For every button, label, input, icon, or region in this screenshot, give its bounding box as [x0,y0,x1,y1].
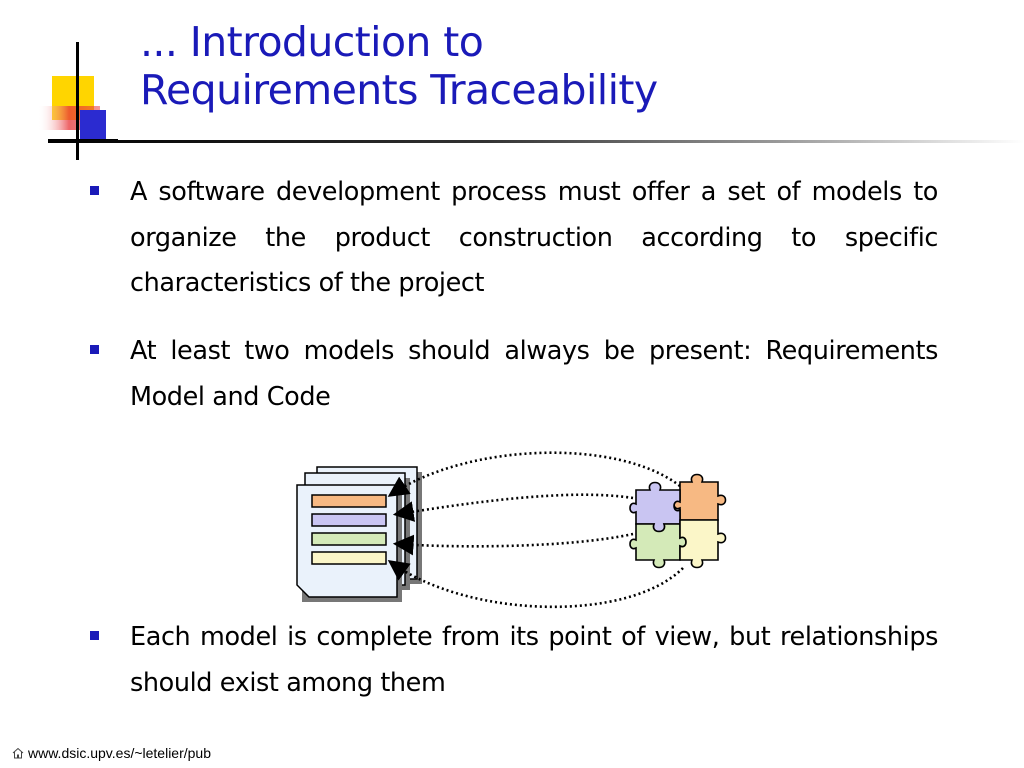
bullet-item-1: A software development process must offe… [90,170,938,307]
bullet-item-3: Each model is complete from its point of… [90,615,938,706]
trace-links [387,451,684,609]
bullet-marker [90,345,99,354]
puzzle-piece-orange [673,473,727,521]
logo-blue-square [80,110,106,140]
doc-section-yellow [311,551,387,565]
trace-link [387,559,684,609]
puzzle-piece-yellow [679,519,727,569]
title-rule [48,140,1024,143]
bullet-marker [90,186,99,195]
trace-link [392,493,634,522]
document-stack-icon [296,466,422,602]
house-icon [12,747,24,759]
bullet-text: A software development process must offe… [130,177,938,298]
footer-url[interactable]: www.dsic.upv.es/~letelier/pub [28,745,211,761]
logo-vertical-line [76,42,79,160]
trace-link [392,532,634,556]
bullet-text: Each model is complete from its point of… [130,622,938,698]
title-line-2: Requirements Traceability [140,66,658,114]
puzzle-pieces-icon [629,473,727,569]
doc-section-lavender [311,513,387,527]
traceability-diagram [296,451,727,609]
bullet-text: At least two models should always be pre… [130,336,938,412]
bullet-marker [90,631,99,640]
bullet-item-2: At least two models should always be pre… [90,329,938,420]
doc-section-orange [311,494,387,508]
title-line-1: ... Introduction to [140,18,484,66]
slide-logo [38,42,118,160]
slide-title: ... Introduction to Requirements Traceab… [140,18,1000,114]
trace-link [387,451,681,497]
slide-footer: www.dsic.upv.es/~letelier/pub [12,745,211,761]
doc-section-green [311,532,387,546]
